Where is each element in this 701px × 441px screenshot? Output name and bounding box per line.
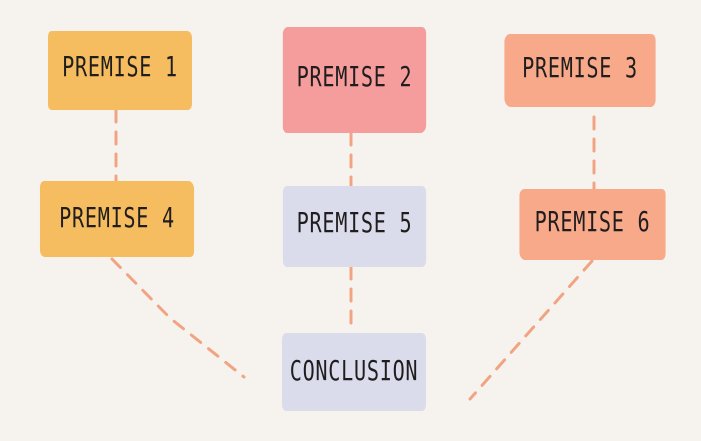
premise-2-label: PREMISE 2 bbox=[296, 59, 413, 93]
premise-6-box: PREMISE 6 bbox=[519, 189, 666, 260]
premise-3-label: PREMISE 3 bbox=[522, 51, 638, 84]
premise-6-label: PREMISE 6 bbox=[534, 205, 651, 238]
premise-1-box: PREMISE 1 bbox=[48, 31, 192, 110]
edge-premise6-conclusion bbox=[468, 259, 594, 401]
premise-5-label: PREMISE 5 bbox=[296, 206, 413, 239]
premise-3-box: PREMISE 3 bbox=[504, 34, 656, 107]
premise-1-label: PREMISE 1 bbox=[62, 50, 178, 83]
premise-4-label: PREMISE 4 bbox=[59, 200, 175, 234]
premise-4-box: PREMISE 4 bbox=[39, 181, 195, 257]
premise-5-box: PREMISE 5 bbox=[282, 186, 427, 267]
conclusion-box: CONCLUSION bbox=[282, 333, 426, 411]
edge-premise4-conclusion bbox=[110, 257, 246, 379]
conclusion-label: CONCLUSION bbox=[289, 353, 419, 387]
premise-2-box: PREMISE 2 bbox=[282, 27, 427, 133]
